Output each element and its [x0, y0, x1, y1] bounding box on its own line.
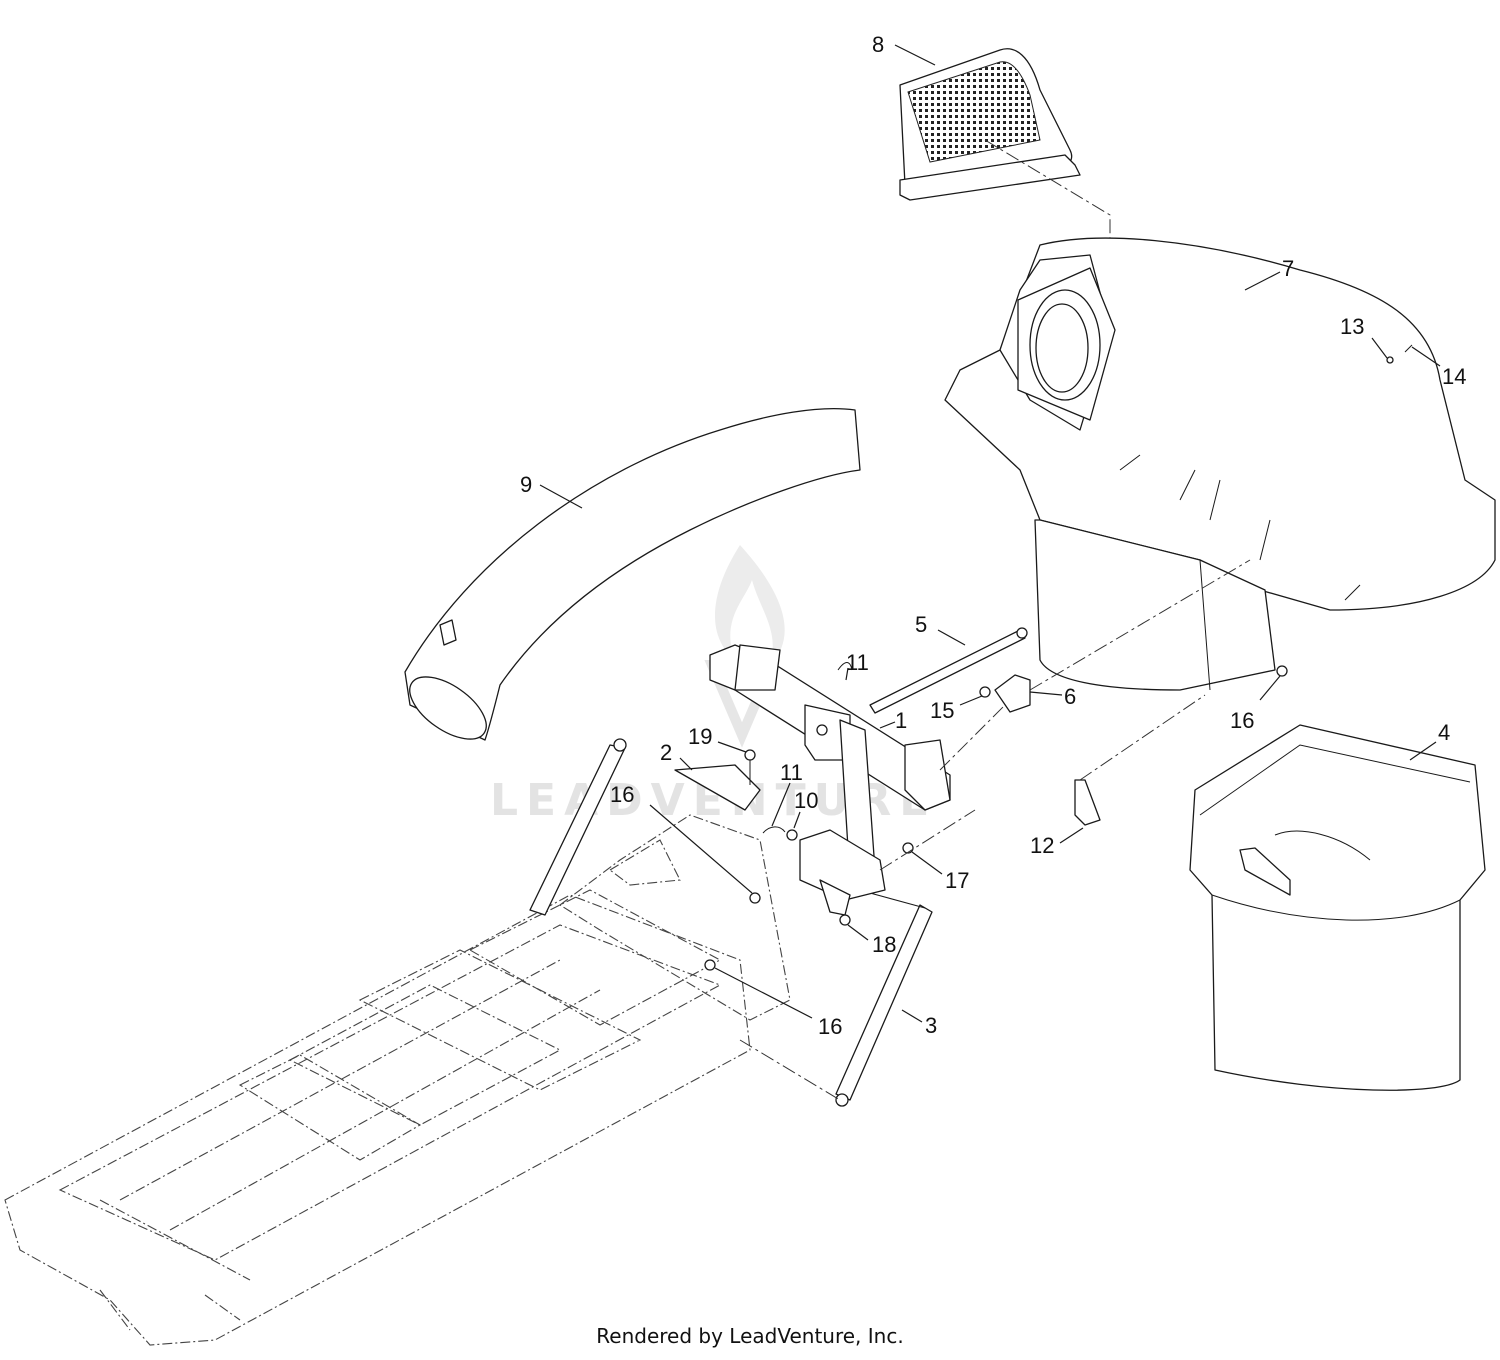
callout-7: 7 — [1244, 256, 1294, 291]
callout-18: 18 — [847, 924, 896, 957]
part-10-washer — [786, 829, 798, 841]
svg-text:16: 16 — [610, 782, 634, 807]
mower-frame — [4, 814, 791, 1346]
callout-9: 9 — [520, 472, 583, 509]
part-6-bracket — [994, 674, 1031, 713]
svg-text:4: 4 — [1438, 720, 1450, 745]
callout-4: 4 — [1409, 720, 1450, 761]
svg-text:11: 11 — [846, 650, 869, 675]
part-1-mount-bracket — [709, 627, 1028, 916]
callout-16a: 16 — [610, 782, 753, 894]
svg-text:3: 3 — [925, 1013, 937, 1038]
svg-text:6: 6 — [1064, 684, 1076, 709]
svg-text:19: 19 — [688, 724, 712, 749]
part-4-bin — [1189, 724, 1486, 1091]
callout-19: 19 — [688, 724, 747, 753]
callout-2: 2 — [660, 740, 693, 771]
part-14-screw — [1404, 344, 1413, 353]
callout-16b: 16 — [714, 967, 842, 1039]
svg-text:2: 2 — [660, 740, 672, 765]
svg-text:5: 5 — [915, 612, 927, 637]
svg-text:17: 17 — [945, 868, 969, 893]
callout-13: 13 — [1340, 314, 1388, 359]
part-13-nut — [1386, 356, 1394, 364]
callout-11b: 11 — [771, 760, 803, 827]
svg-text:15: 15 — [930, 698, 954, 723]
svg-text:14: 14 — [1442, 364, 1466, 389]
footer-credit: Rendered by LeadVenture, Inc. — [596, 1324, 904, 1348]
callout-11a: 11 — [845, 650, 869, 681]
part-11b-clip — [762, 826, 786, 834]
svg-text:7: 7 — [1282, 256, 1294, 281]
part-11a-clip — [837, 662, 853, 671]
part-17-bolt — [902, 842, 914, 854]
part-18-bolt — [839, 914, 851, 926]
svg-text:16: 16 — [1230, 708, 1254, 733]
part-15-bolt — [979, 686, 991, 698]
part-8-screen — [899, 48, 1081, 201]
svg-text:10: 10 — [794, 788, 818, 813]
part-12-latch — [1074, 779, 1101, 826]
part-19-screw — [744, 749, 756, 761]
callout-1: 1 — [879, 708, 907, 733]
svg-text:1: 1 — [895, 708, 907, 733]
callout-14: 14 — [1411, 346, 1466, 389]
part-3-rod — [529, 738, 933, 1107]
part-2-plate — [674, 764, 761, 811]
svg-text:12: 12 — [1030, 833, 1054, 858]
callout-16c: 16 — [1230, 675, 1281, 733]
callout-12: 12 — [1030, 827, 1084, 858]
callout-10: 10 — [793, 788, 818, 829]
callouts: 8 7 13 14 9 5 11 6 — [520, 32, 1466, 1039]
leader-8-7 — [984, 139, 1111, 240]
part-16-nut-a — [749, 892, 761, 904]
svg-text:16: 16 — [818, 1014, 842, 1039]
callout-17: 17 — [911, 851, 969, 893]
svg-text:18: 18 — [872, 932, 896, 957]
callout-15: 15 — [930, 695, 983, 723]
callout-5: 5 — [915, 612, 966, 646]
part-9-chute-tube — [404, 407, 861, 741]
hardware — [674, 344, 1413, 971]
svg-text:8: 8 — [872, 32, 884, 57]
svg-text:13: 13 — [1340, 314, 1364, 339]
callout-8: 8 — [872, 32, 936, 66]
part-16-nut-c — [1276, 665, 1288, 677]
svg-text:9: 9 — [520, 472, 532, 497]
part-16-nut-b — [704, 959, 716, 971]
callout-6: 6 — [1029, 684, 1076, 709]
callout-3: 3 — [901, 1009, 937, 1038]
svg-text:11: 11 — [780, 760, 803, 785]
part-7-hood — [944, 237, 1496, 691]
